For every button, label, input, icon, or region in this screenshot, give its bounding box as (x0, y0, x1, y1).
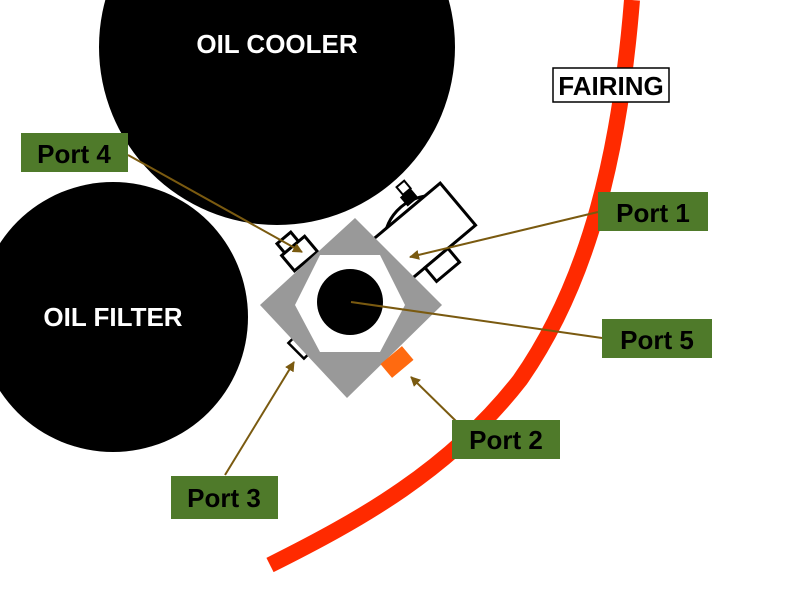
port1-arrow (409, 211, 599, 260)
port5-tag: Port 5 (602, 319, 712, 358)
port1-sensor (369, 179, 478, 286)
oil-filter-label: OIL FILTER (43, 302, 182, 332)
port2-fitting (380, 346, 414, 378)
oil-housing (260, 218, 442, 398)
oil-cooler-label: OIL COOLER (196, 29, 358, 59)
port2-arrow (410, 376, 461, 426)
port3-tag: Port 3 (171, 476, 278, 519)
port5-center (317, 269, 383, 335)
fairing-line (266, 0, 640, 573)
oil-filter: OIL FILTER (0, 182, 248, 452)
port1-tag: Port 1 (598, 192, 708, 231)
port5-label: Port 5 (620, 325, 694, 355)
fairing-label: FAIRING (558, 71, 663, 101)
port4-label: Port 4 (37, 139, 111, 169)
port4-arrow (127, 154, 303, 253)
fairing-tag: FAIRING (552, 67, 670, 103)
port3-arrow (224, 361, 295, 476)
port1-label: Port 1 (616, 198, 690, 228)
port4-tag: Port 4 (21, 133, 128, 172)
port3-label: Port 3 (187, 483, 261, 513)
port2-label: Port 2 (469, 425, 543, 455)
port2-tag: Port 2 (452, 420, 560, 459)
port5-arrow (350, 301, 603, 339)
oil-cooler: OIL COOLER (99, 0, 455, 225)
